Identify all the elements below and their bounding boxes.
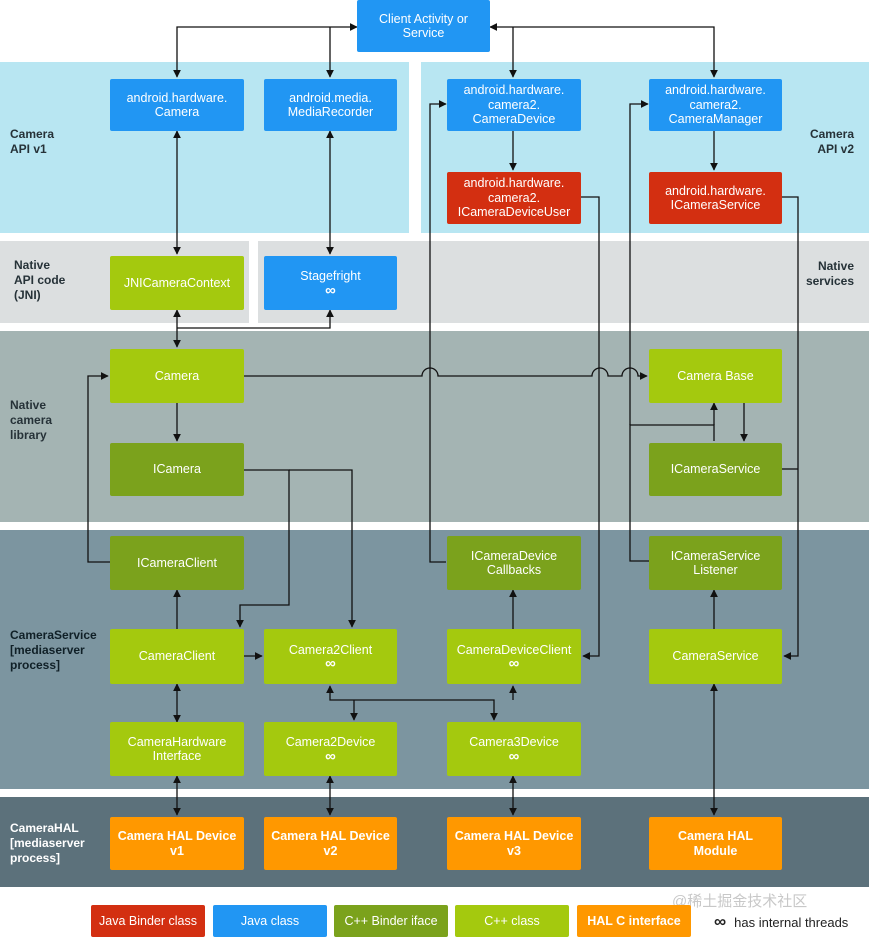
- icamera-service-java-label: android.hardware. ICameraService: [665, 183, 766, 213]
- camera2-client-box: Camera2Client ∞: [264, 629, 397, 684]
- camera2-device-java-box: android.hardware. camera2. CameraDevice: [447, 79, 581, 131]
- icamera-service-label: ICameraService: [670, 462, 761, 477]
- legend-java-binder: Java Binder class: [91, 905, 205, 937]
- camera-client-box: CameraClient: [110, 629, 244, 684]
- wire-icamera-camera2client: [289, 469, 356, 628]
- stagefright-box: Stagefright ∞: [264, 256, 397, 310]
- wire-client-camera: [173, 23, 358, 78]
- camera2-device-label: Camera2Device: [285, 735, 376, 750]
- jni-camera-context-box: JNICameraContext: [110, 256, 244, 310]
- camera-service-box: CameraService: [649, 629, 782, 684]
- legend-threads-label: has internal threads: [734, 914, 849, 930]
- wire-devuser-deviceclient: [581, 196, 600, 660]
- watermark: @稀土掘金技术社区: [672, 893, 808, 910]
- wire-camera-stagefright: [177, 309, 334, 329]
- hal-module-box: Camera HAL Module: [649, 817, 782, 870]
- legend-threads-icon: ∞: [714, 912, 727, 931]
- client-activity-box: Client Activity or Service: [357, 0, 490, 52]
- wire-clients-devices: [326, 685, 498, 721]
- legend-hal-c: HAL C interface: [577, 905, 691, 937]
- band-label-native-services: Native services: [805, 259, 854, 288]
- band-label-camera-hal: CameraHAL [mediaserver process]: [10, 821, 85, 865]
- icamera-service-listener-box: ICameraService Listener: [649, 536, 782, 590]
- wire-icameraservicejava-cameraservice: [782, 196, 799, 660]
- band-label-native-api: Native API code (JNI): [14, 258, 66, 302]
- camera-base-label: Camera Base: [677, 368, 754, 383]
- band-label-camera-service: CameraService [mediaserver process]: [10, 628, 97, 672]
- hal-module-label: Camera HAL Module: [677, 829, 754, 858]
- camera-device-client-box: CameraDeviceClient ∞: [447, 629, 581, 684]
- wire-cameradevice-callbacks: [429, 100, 447, 563]
- camera-device-client-label: CameraDeviceClient: [456, 642, 572, 657]
- android-media-recorder-label: android.media. MediaRecorder: [287, 90, 374, 120]
- legend-threads: ∞ has internal threads: [714, 912, 848, 932]
- stagefright-label: Stagefright: [300, 269, 361, 284]
- camera3-device-label: Camera3Device: [469, 735, 559, 750]
- band-label-api-v2: Camera API v2: [809, 127, 854, 156]
- camera-hardware-interface-label: CameraHardware Interface: [127, 734, 227, 764]
- stagefright-threads-icon: ∞: [325, 281, 336, 299]
- icamera-device-user-label: android.hardware. camera2. ICameraDevice…: [457, 176, 571, 220]
- hal-device-v3-box: Camera HAL Device v3: [447, 817, 581, 870]
- hal-device-v2-label: Camera HAL Device v2: [271, 829, 390, 858]
- icamera-device-callbacks-box: ICameraDevice Callbacks: [447, 536, 581, 590]
- legend-cpp-class: C++ class: [455, 905, 569, 937]
- camera-base-box: Camera Base: [649, 349, 782, 403]
- camera2-manager-label: android.hardware. camera2. CameraManager: [665, 83, 766, 127]
- camera-device-client-threads-icon: ∞: [508, 655, 520, 673]
- icamera-device-user-box: android.hardware. camera2. ICameraDevice…: [447, 172, 581, 224]
- wire-icamera-cameraclient: [236, 469, 290, 628]
- legend-cpp-binder: C++ Binder iface: [334, 905, 448, 937]
- camera2-client-threads-icon: ∞: [325, 655, 336, 673]
- legend-java-class: Java class: [213, 905, 327, 937]
- camera-label: Camera: [154, 368, 200, 383]
- android-hardware-camera-box: android.hardware. Camera: [110, 79, 244, 131]
- client-activity-label: Client Activity or Service: [379, 11, 468, 41]
- camera3-device-box: Camera3Device ∞: [447, 722, 581, 776]
- icamera-client-box: ICameraClient: [110, 536, 244, 590]
- camera2-device-java-label: android.hardware. camera2. CameraDevice: [463, 83, 565, 127]
- icamera-device-callbacks-label: ICameraDevice Callbacks: [470, 548, 558, 578]
- android-hardware-camera-label: android.hardware. Camera: [126, 90, 228, 120]
- camera-box: Camera: [110, 349, 244, 403]
- wire-client-camera2: [489, 23, 718, 78]
- camera-service-label: CameraService: [672, 649, 759, 664]
- hal-device-v3-label: Camera HAL Device v3: [454, 829, 574, 858]
- icamera-service-box: ICameraService: [649, 443, 782, 496]
- wire-camera-camerabase: [244, 367, 648, 380]
- camera2-client-label: Camera2Client: [288, 642, 373, 657]
- camera-hardware-interface-box: CameraHardware Interface: [110, 722, 244, 776]
- band-label-api-v1: Camera API v1: [10, 127, 55, 156]
- hal-device-v1-box: Camera HAL Device v1: [110, 817, 244, 870]
- band-label-native-library: Native camera library: [10, 398, 53, 442]
- icamera-client-label: ICameraClient: [137, 555, 217, 570]
- icamera-box: ICamera: [110, 443, 244, 496]
- camera2-device-box: Camera2Device ∞: [264, 722, 397, 776]
- hal-device-v2-box: Camera HAL Device v2: [264, 817, 397, 870]
- camera-client-label: CameraClient: [138, 649, 216, 664]
- hal-device-v1-label: Camera HAL Device v1: [117, 829, 237, 858]
- camera3-device-threads-icon: ∞: [508, 747, 520, 765]
- icamera-label: ICamera: [153, 462, 201, 477]
- wire-icameraclient-camera: [87, 372, 110, 563]
- android-media-recorder-box: android.media. MediaRecorder: [264, 79, 397, 131]
- icamera-service-java-box: android.hardware. ICameraService: [649, 172, 782, 224]
- wire-manager-listener: [629, 100, 649, 425]
- camera2-manager-box: android.hardware. camera2. CameraManager: [649, 79, 782, 131]
- icamera-service-listener-label: ICameraService Listener: [670, 548, 761, 578]
- camera2-device-threads-icon: ∞: [325, 747, 336, 765]
- jni-camera-context-label: JNICameraContext: [123, 275, 231, 290]
